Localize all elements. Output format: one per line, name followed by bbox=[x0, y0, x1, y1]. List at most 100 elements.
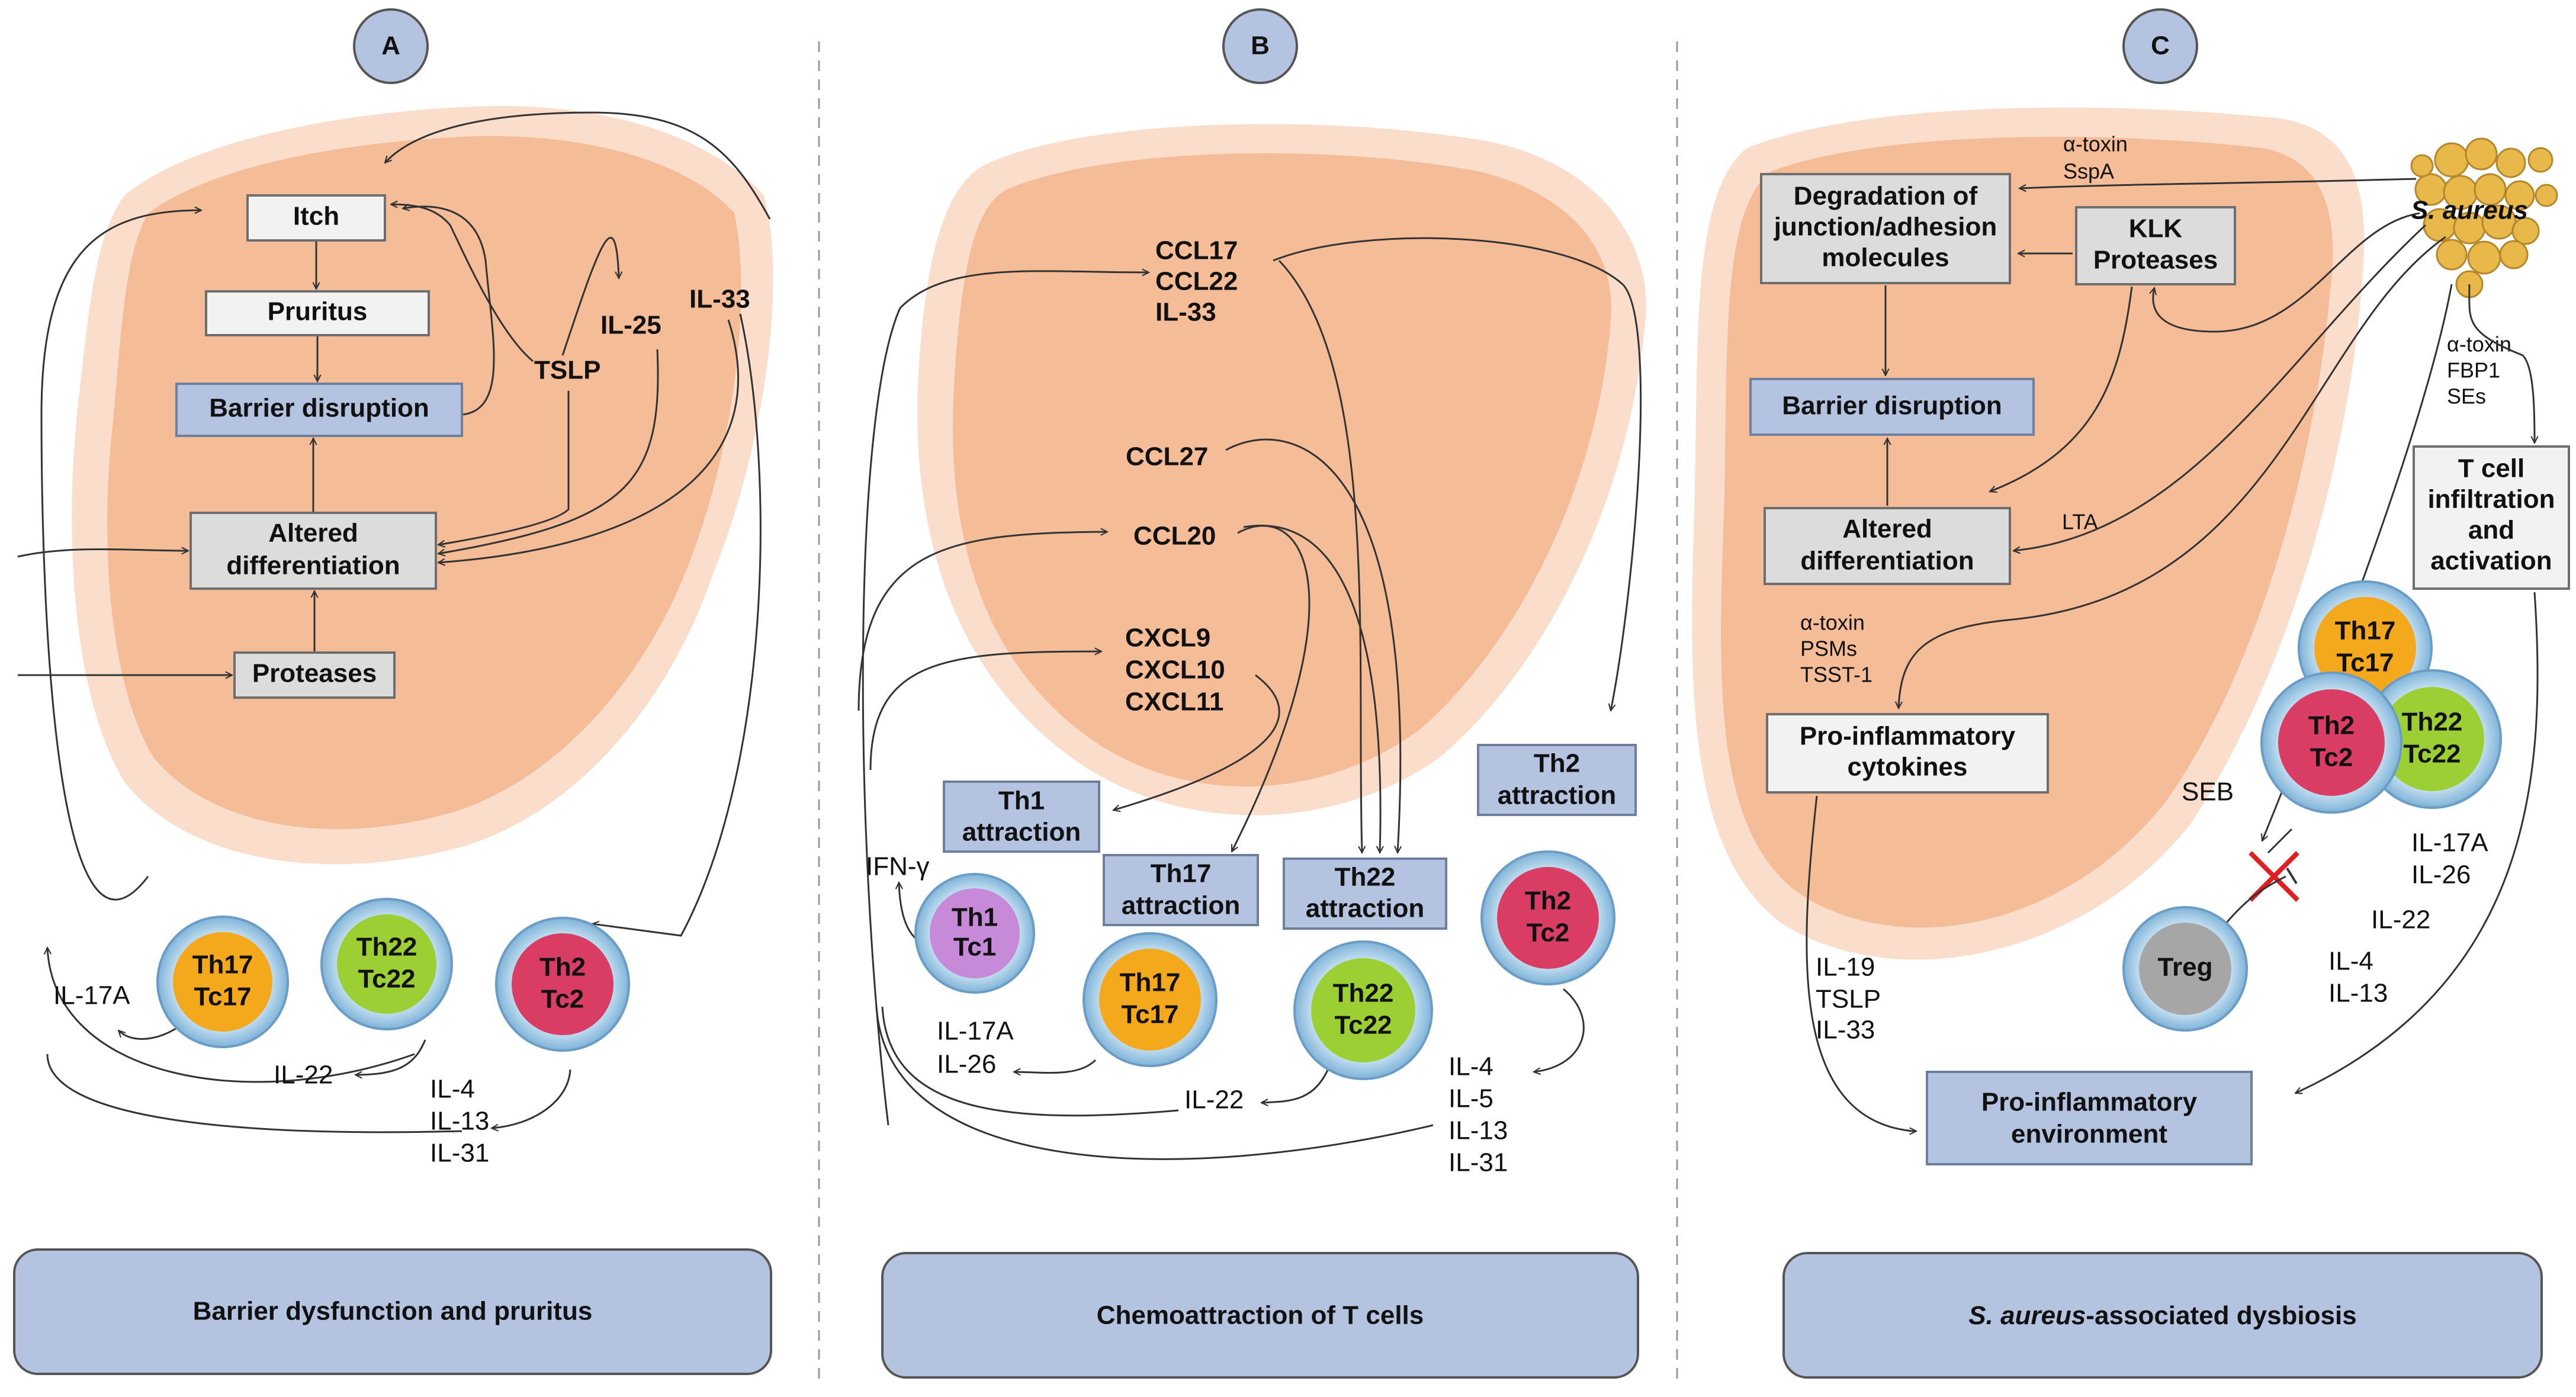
ccl27-label: CCL27 bbox=[1126, 442, 1208, 471]
cell-th22-c-line1: Th22 bbox=[2402, 708, 2463, 737]
atoxin3-label: α-toxin bbox=[2447, 332, 2511, 357]
il33-label: IL-33 bbox=[689, 285, 750, 314]
panel-a: Itch Pruritus Barrier disruption Altered… bbox=[13, 106, 773, 1375]
arrow-il33-itch bbox=[385, 111, 771, 220]
cell-th2-b: Th2 Tc2 bbox=[1480, 850, 1615, 985]
cell-th17-a: Th17 Tc17 bbox=[156, 916, 289, 1048]
cell-th17-c-line2: Tc17 bbox=[2336, 648, 2394, 677]
th17-attraction-line2: attraction bbox=[1122, 891, 1240, 920]
il4-b-label: IL-4 bbox=[1448, 1052, 1493, 1081]
th1-attraction-line2: attraction bbox=[962, 818, 1081, 847]
cell-th22-c: Th22 Tc22 bbox=[2362, 669, 2502, 809]
treg-inhibit-bar bbox=[2286, 867, 2298, 885]
arrow-ccl27-th22 bbox=[1225, 438, 1401, 853]
ccl20-label: CCL20 bbox=[1133, 522, 1216, 551]
barrier-disruption-box bbox=[175, 383, 463, 437]
environment-line2: environment bbox=[2011, 1120, 2167, 1149]
arrow-saureus-tcell bbox=[2468, 284, 2535, 443]
ccl22-label: CCL22 bbox=[1155, 267, 1238, 296]
arrow-cxcl-th1 bbox=[1113, 674, 1280, 810]
arrow-b-bottom-loop bbox=[875, 1006, 1434, 1160]
skin-region-a bbox=[107, 136, 741, 829]
cell-th2-a: Th2 Tc2 bbox=[495, 917, 630, 1052]
footer-c-label: S. aureus-associated dysbiosis bbox=[1968, 1301, 2356, 1330]
altered-differentiation-c-box bbox=[1764, 507, 2011, 585]
footer-b bbox=[881, 1252, 1639, 1379]
cell-treg-c-line1: Treg bbox=[2158, 953, 2213, 982]
il13-b-label: IL-13 bbox=[1448, 1116, 1508, 1145]
cxcl10-label: CXCL10 bbox=[1125, 656, 1225, 685]
cell-th22-c-line2: Tc22 bbox=[2403, 740, 2461, 769]
ifng-label: IFN-γ bbox=[866, 852, 930, 881]
cell-th17-a-line2: Tc17 bbox=[194, 982, 251, 1011]
th2-attraction-line1: Th2 bbox=[1534, 749, 1580, 778]
degradation-line3: molecules bbox=[1822, 243, 1949, 272]
arrow-th22-itch bbox=[47, 948, 415, 1083]
arrow-tslp-up bbox=[561, 236, 619, 356]
altered-label-2: differentiation bbox=[226, 551, 400, 580]
arrow-proinf-env bbox=[1806, 795, 1913, 1132]
arrow-to-cxcl9 bbox=[869, 651, 1101, 770]
il17a-c-label: IL-17A bbox=[2411, 828, 2488, 858]
degradation-line1: Degradation of bbox=[1794, 182, 1978, 211]
altered-c-line1: Altered bbox=[1842, 515, 1932, 544]
th1-attraction-line1: Th1 bbox=[998, 786, 1045, 815]
arrow-ccl17-th22 bbox=[1278, 259, 1362, 853]
cell-th22-a-core bbox=[337, 914, 436, 1014]
arrow-barrier-itch bbox=[403, 207, 495, 416]
arrow-saureus-proinf bbox=[1899, 236, 2446, 708]
arrow-il33-altered bbox=[438, 319, 739, 563]
th17-attraction-box bbox=[1103, 854, 1259, 926]
altered-differentiation-box bbox=[189, 512, 437, 590]
th2-attraction-line2: attraction bbox=[1498, 781, 1616, 810]
il25-label: IL-25 bbox=[600, 311, 661, 340]
altered-c-line2: differentiation bbox=[1800, 547, 1974, 576]
panel-a-label: A bbox=[353, 8, 429, 84]
barrier-disruption-label: Barrier disruption bbox=[209, 394, 429, 423]
cell-th22-a-line1: Th22 bbox=[356, 933, 417, 962]
il19-c-label: IL-19 bbox=[1816, 953, 1875, 982]
cell-treg-c: Treg bbox=[2122, 906, 2248, 1032]
ses-label: SEs bbox=[2447, 384, 2486, 409]
arrow-ccl17-th2 bbox=[1273, 237, 1642, 711]
altered-label-1: Altered bbox=[268, 519, 358, 548]
cell-th2-b-line2: Tc2 bbox=[1527, 919, 1570, 948]
th2-attraction-box bbox=[1477, 744, 1637, 816]
sspa-label: SspA bbox=[2063, 159, 2114, 184]
itch-box bbox=[246, 194, 386, 242]
cell-th17-b-core bbox=[1099, 949, 1201, 1051]
panel-c-letter: C bbox=[2151, 31, 2170, 60]
arrow-th17-il17a-b bbox=[1014, 1059, 1097, 1073]
arrow-to-ccl20 bbox=[857, 532, 1107, 711]
il17a-b-label: IL-17A bbox=[937, 1017, 1014, 1046]
seb-inhibit-bar bbox=[2267, 828, 2293, 854]
il5-b-label: IL-5 bbox=[1448, 1084, 1493, 1113]
cell-th2-a-line2: Tc2 bbox=[541, 985, 584, 1014]
il4-a-label: IL-4 bbox=[430, 1075, 475, 1104]
cxcl9-label: CXCL9 bbox=[1125, 624, 1210, 653]
il17a-a-label: IL-17A bbox=[53, 981, 130, 1010]
atoxin1-label: α-toxin bbox=[2063, 132, 2128, 156]
il31-b-label: IL-31 bbox=[1448, 1148, 1508, 1177]
panel-b-letter: B bbox=[1251, 31, 1270, 60]
cell-th17-b: Th17 Tc17 bbox=[1083, 932, 1218, 1067]
arrow-th22-il22 bbox=[355, 1039, 426, 1075]
cell-th2-a-core bbox=[512, 933, 614, 1035]
barrier-disruption-c-label: Barrier disruption bbox=[1782, 391, 2002, 420]
environment-line1: Pro-inflammatory bbox=[1981, 1088, 2198, 1117]
panel-b-label: B bbox=[1222, 8, 1298, 84]
pro-inflammatory-line1: Pro-inflammatory bbox=[1800, 722, 2016, 751]
footer-b-label: Chemoattraction of T cells bbox=[1097, 1301, 1424, 1330]
tsst-label: TSST-1 bbox=[1800, 663, 1872, 687]
il33-b-label: IL-33 bbox=[1155, 298, 1216, 327]
cell-treg-c-core bbox=[2139, 923, 2231, 1015]
th22-attraction-line2: attraction bbox=[1306, 894, 1424, 923]
arrow-saureus-klk bbox=[2153, 212, 2420, 333]
arrow-th17-itch bbox=[40, 210, 201, 901]
cell-th22-a-line2: Tc22 bbox=[358, 965, 415, 994]
tslp-label: TSLP bbox=[534, 356, 600, 385]
panel-a-letter: A bbox=[381, 31, 400, 60]
arrow-tcell-env bbox=[2295, 592, 2539, 1093]
t-cell-infiltration-box bbox=[2413, 445, 2570, 590]
pruritus-box bbox=[205, 290, 430, 336]
